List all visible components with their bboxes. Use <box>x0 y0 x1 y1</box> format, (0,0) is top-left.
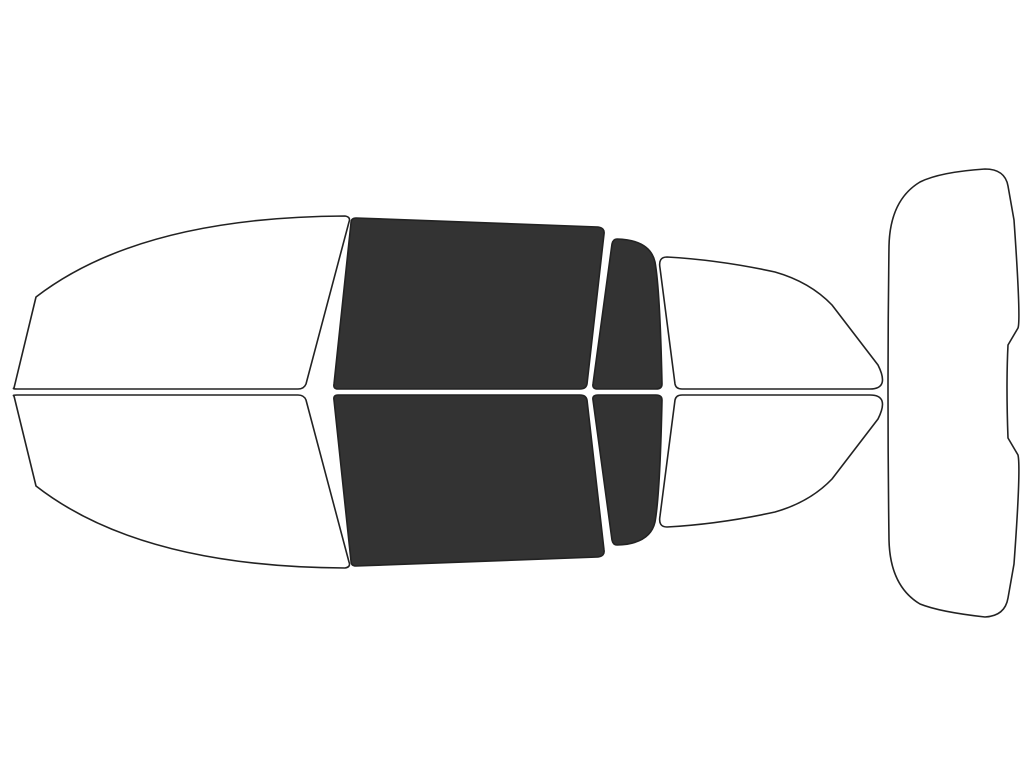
front-windshield-upper-pane[interactable] <box>12 215 351 390</box>
front-door-window-upper-pane[interactable] <box>333 217 605 390</box>
rear-quarter-window-lower-pane[interactable] <box>658 394 884 528</box>
front-door-window-lower-pane[interactable] <box>333 394 605 567</box>
rear-windshield-pane[interactable] <box>887 168 1020 618</box>
rear-door-window-lower-pane[interactable] <box>592 394 663 546</box>
rear-quarter-window-upper-pane[interactable] <box>658 256 884 390</box>
front-windshield-lower-pane[interactable] <box>12 394 351 569</box>
rear-door-window-upper-pane[interactable] <box>592 238 663 390</box>
